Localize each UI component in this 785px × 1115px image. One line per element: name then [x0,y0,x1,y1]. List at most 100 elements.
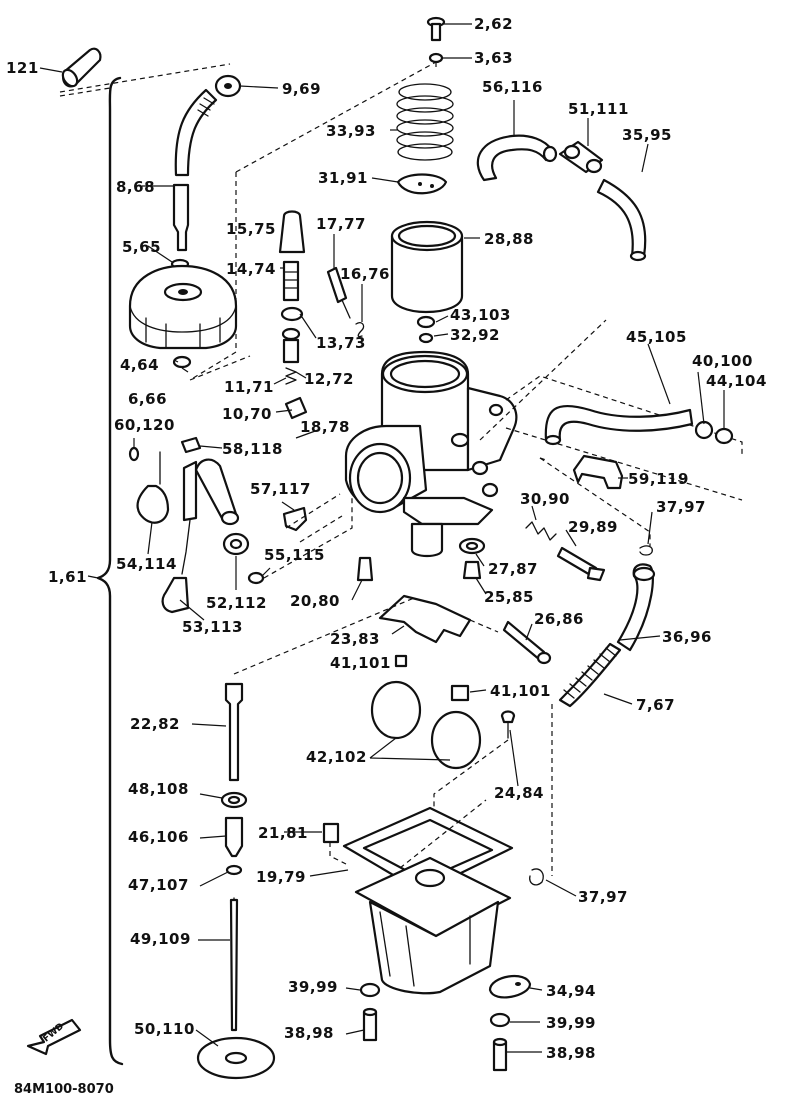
label-16-76: 16,76 [340,265,390,283]
label-56-116: 56,116 [482,78,543,96]
cap-41a [394,654,408,668]
top-cover-4 [128,264,238,369]
label-18-78: 18,78 [300,418,350,436]
label-33-93: 33,93 [326,122,376,140]
cap-57 [282,506,308,532]
carburetor-body [344,350,518,558]
label-22-82: 22,82 [130,715,180,733]
label-121: 121 [6,59,39,77]
label-2-62: 2,62 [474,15,514,33]
cap-41b [450,684,470,702]
label-12-72: 12,72 [304,370,354,388]
label-43-103: 43,103 [450,306,511,324]
label-52-112: 52,112 [206,594,267,612]
label-41-101-a: 41,101 [330,654,391,672]
label-45-105: 45,105 [626,328,687,346]
label-51-111: 51,111 [568,100,629,118]
oring-55 [247,571,265,585]
cable-adjuster-group [278,210,306,385]
label-31-91: 31,91 [318,169,368,187]
leader-lines [39,23,725,1053]
bracket-59 [572,454,624,490]
jet-20 [356,556,374,582]
label-48-108: 48,108 [128,780,189,798]
label-20-80: 20,80 [290,592,340,610]
label-49-109: 49,109 [130,930,191,948]
label-47-107: 47,107 [128,876,189,894]
label-7-67: 7,67 [636,696,676,714]
label-54-114: 54,114 [116,555,177,573]
label-38-98-b: 38,98 [546,1044,596,1062]
screw-21 [322,822,340,844]
label-14-74: 14,74 [226,260,276,278]
label-8-68: 8,68 [116,178,156,196]
pilot-screw-29 [525,521,606,582]
label-17-77: 17,77 [316,215,366,233]
label-9-69: 9,69 [282,80,322,98]
jet-needle-17 [326,266,365,338]
jet-25 [462,560,482,580]
label-19-79: 19,79 [256,868,306,886]
hose-35 [596,178,647,258]
label-6-66: 6,66 [128,390,168,408]
label-41-101-b: 41,101 [490,682,551,700]
label-5-65: 5,65 [122,238,162,256]
fitting-51 [558,140,604,174]
clip-37-lower [529,868,544,886]
label-38-98-a: 38,98 [284,1024,334,1042]
washer-39b [489,1012,511,1028]
label-50-110: 50,110 [134,1020,195,1038]
label-35-95: 35,95 [622,126,672,144]
screw-2 [426,16,446,64]
sleeve-121 [59,47,231,97]
spring-33 [396,83,454,161]
label-30-90: 30,90 [520,490,570,508]
label-28-88: 28,88 [484,230,534,248]
screw-38b [492,1040,508,1072]
forward-arrow [26,1018,82,1056]
label-53-113: 53,113 [182,618,243,636]
clip-10 [284,396,308,420]
label-27-87: 27,87 [488,560,538,578]
label-23-83: 23,83 [330,630,380,648]
hose-45 [544,404,734,446]
label-39-99-a: 39,99 [288,978,338,996]
label-26-86: 26,86 [534,610,584,628]
label-4-64: 4,64 [120,356,160,374]
screw-38a [362,1010,378,1042]
plate-31 [396,173,448,195]
label-42-102: 42,102 [306,748,367,766]
label-15-75: 15,75 [226,220,276,238]
label-40-100: 40,100 [692,352,753,370]
label-34-94: 34,94 [546,982,596,1000]
label-11-71: 11,71 [224,378,274,396]
screw-24 [500,710,516,724]
label-32-92: 32,92 [450,326,500,344]
plate-34 [488,975,532,999]
label-39-99-b: 39,99 [546,1014,596,1032]
label-57-117: 57,117 [250,480,311,498]
covers-42 [370,680,482,770]
hose-36 [558,563,656,708]
label-1-61: 1,61 [48,568,88,586]
label-25-85: 25,85 [484,588,534,606]
label-3-63: 3,63 [474,49,514,67]
vent-hose-8 [170,74,242,270]
starter-group [128,436,250,614]
label-58-118: 58,118 [222,440,283,458]
label-29-89: 29,89 [568,518,618,536]
label-24-84: 24,84 [494,784,544,802]
label-46-106: 46,106 [128,828,189,846]
label-21-81: 21,81 [258,824,308,842]
label-36-96: 36,96 [662,628,712,646]
label-59-119: 59,119 [628,470,689,488]
label-37-97-upper: 37,97 [656,498,706,516]
float-bowl-19 [342,799,514,995]
label-37-97-lower: 37,97 [578,888,628,906]
clip-37-upper [639,545,653,556]
label-55-115: 55,115 [264,546,325,564]
reference-code: 84M100-8070 [14,1082,114,1097]
washer-39a [359,982,381,998]
